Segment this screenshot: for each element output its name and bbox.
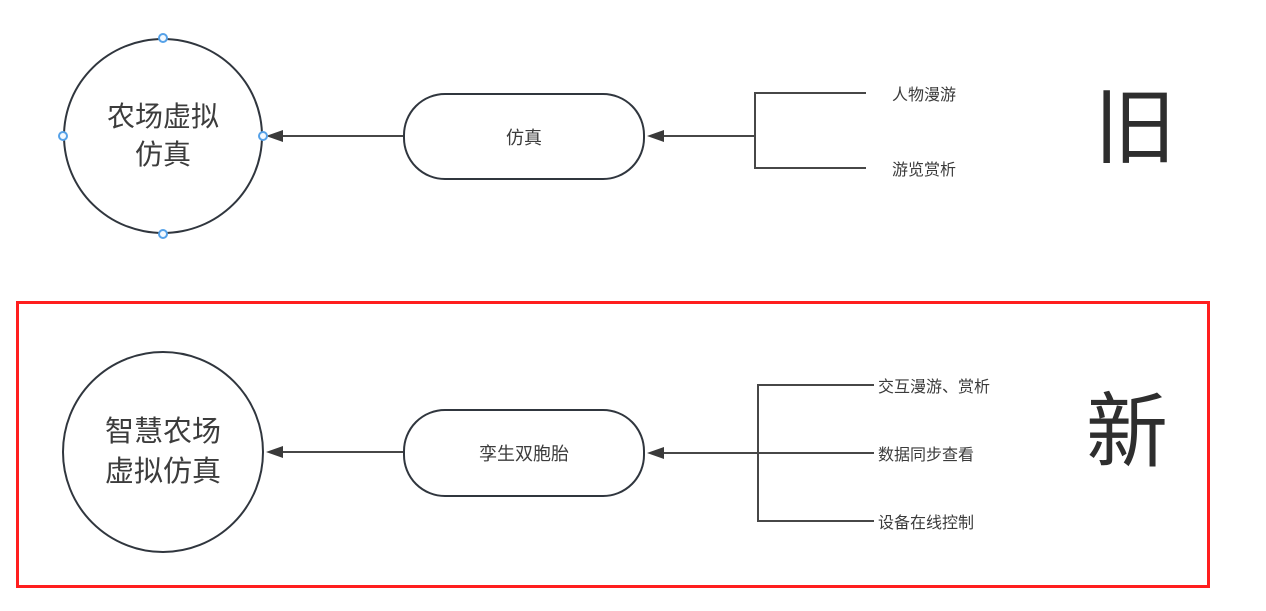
arrowhead-left-old-2: [647, 130, 664, 142]
circle-text-line1: 农场虚拟: [106, 101, 219, 132]
circle-text-line2: 仿真: [134, 139, 191, 170]
circle-text-line2: 虚拟仿真: [104, 456, 221, 488]
pill-label: 孪生双胞胎: [479, 444, 569, 464]
section-label-old: 旧: [1094, 83, 1177, 174]
selection-handle-right[interactable]: [258, 131, 268, 141]
connector-bracket-to-simulation[interactable]: [647, 130, 755, 142]
section-label-new: 新: [1086, 387, 1169, 478]
node-smart-farm-virtual-simulation[interactable]: 智慧农场 虚拟仿真: [62, 351, 264, 553]
circle-text-line1: 智慧农场: [104, 416, 221, 448]
bracket-old: [754, 92, 866, 169]
pill-label: 仿真: [506, 127, 542, 148]
new-section-highlight-rect[interactable]: [16, 301, 1210, 588]
selection-handle-top[interactable]: [158, 33, 168, 43]
branch-label-youlan-shangxi[interactable]: 游览赏析: [892, 162, 957, 179]
selection-handle-bottom[interactable]: [158, 229, 168, 239]
node-simulation[interactable]: 仿真: [403, 93, 645, 180]
bracket-new: [757, 384, 874, 522]
node-digital-twin[interactable]: 孪生双胞胎: [403, 409, 645, 497]
branch-label-renwu-manyou[interactable]: 人物漫游: [892, 87, 957, 104]
arrowhead-left-new-2: [647, 447, 664, 459]
branch-label-jiaohu-manyou[interactable]: 交互漫游、赏析: [878, 379, 991, 396]
arrowhead-left-new-1: [266, 446, 283, 458]
branch-label-shebei-kongzhi[interactable]: 设备在线控制: [878, 515, 975, 532]
branch-label-shuju-tongbu[interactable]: 数据同步查看: [878, 447, 975, 464]
selection-handle-left[interactable]: [58, 131, 68, 141]
connector-bracket-to-twin[interactable]: [647, 447, 758, 459]
connector-simulation-to-farm-circle[interactable]: [266, 130, 403, 142]
connector-twin-to-smartfarm-circle[interactable]: [266, 446, 403, 458]
arrowhead-left-old-1: [266, 130, 283, 142]
node-farm-virtual-simulation[interactable]: 农场虚拟 仿真: [63, 38, 263, 234]
